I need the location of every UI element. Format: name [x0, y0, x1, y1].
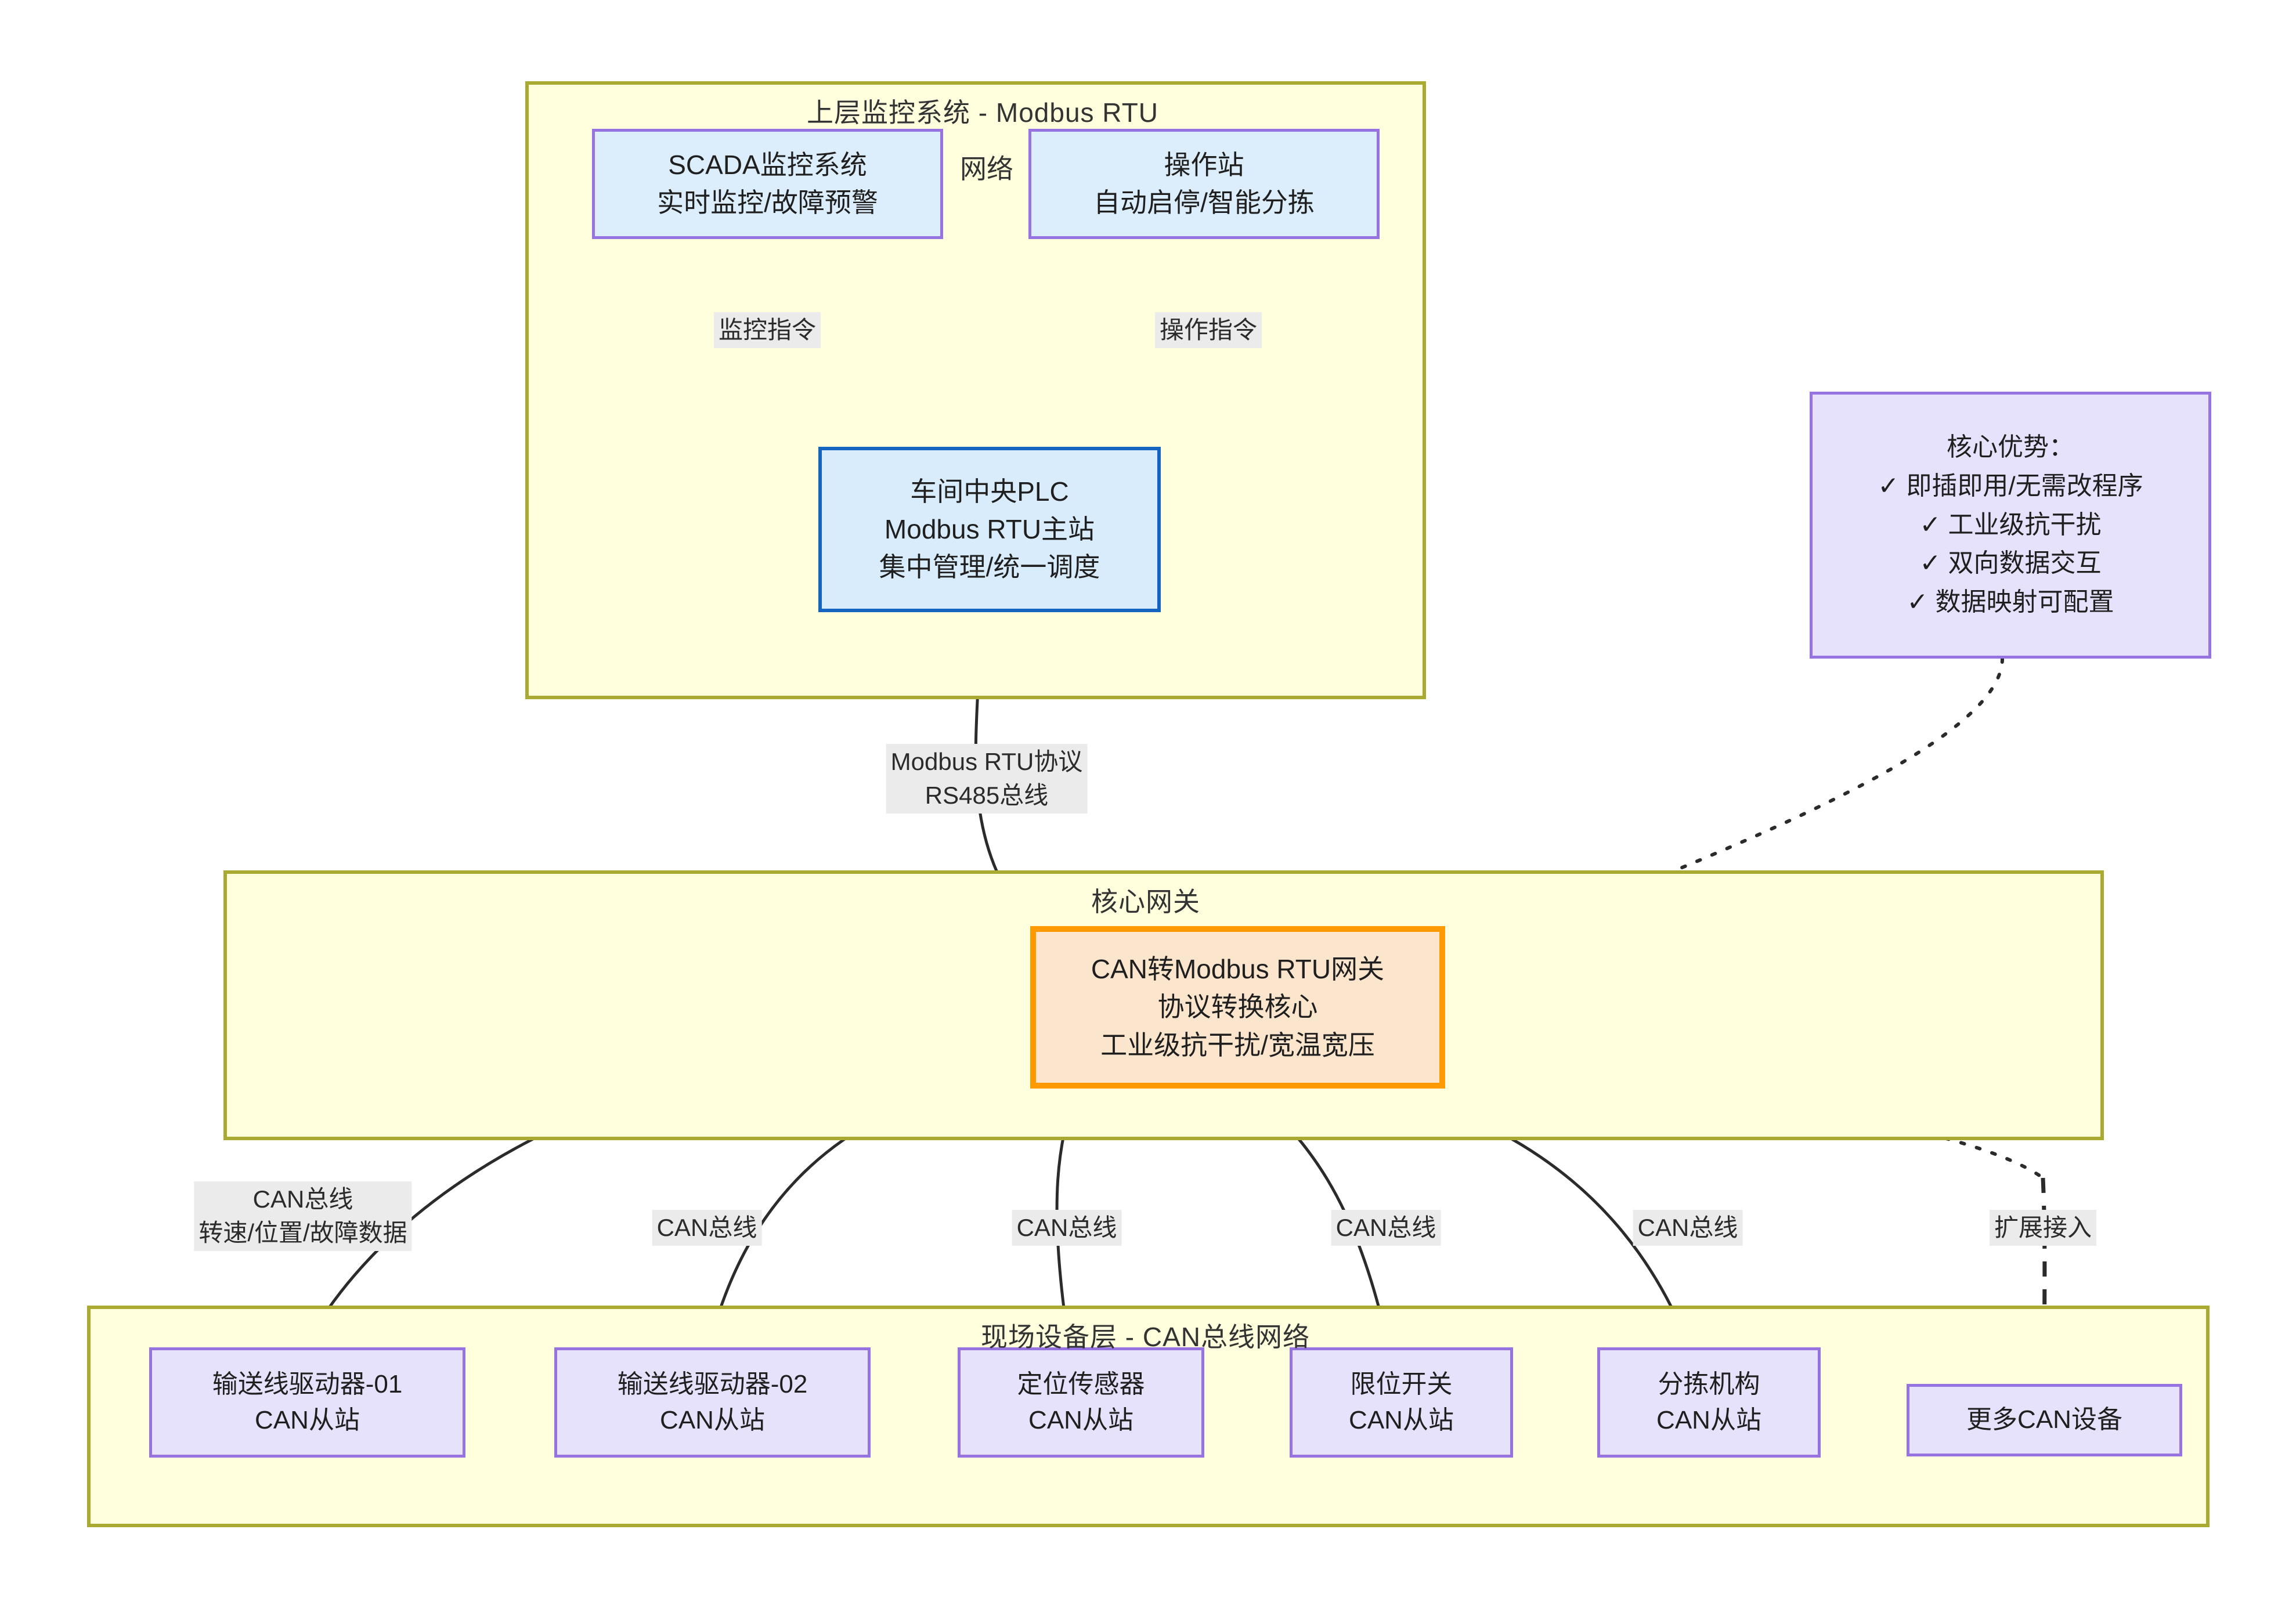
node-plc-line2: Modbus RTU主站: [884, 514, 1095, 544]
edge-label-expansion: 扩展接入: [1989, 1210, 2097, 1246]
node-gateway-line3: 工业级抗干扰/宽温宽压: [1100, 1029, 1375, 1060]
list-item[interactable]: 分拣机构 CAN从站: [1597, 1347, 1821, 1458]
node-central-plc[interactable]: 车间中央PLC Modbus RTU主站 集中管理/统一调度: [818, 447, 1161, 612]
device-line1: 限位开关: [1350, 1369, 1453, 1398]
device-line2: CAN从站: [1028, 1406, 1133, 1434]
list-item[interactable]: 更多CAN设备: [1907, 1384, 2182, 1456]
edge-label-can-bus-3: CAN总线: [1012, 1210, 1122, 1246]
node-scada-line2: 实时监控/故障预警: [657, 187, 878, 218]
device-line2: CAN从站: [660, 1406, 765, 1434]
node-gateway-line1: CAN转Modbus RTU网关: [1091, 954, 1385, 985]
node-plc-line3: 集中管理/统一调度: [879, 552, 1100, 583]
device-line1: 输送线驱动器-01: [212, 1369, 403, 1398]
group-title-top: 上层监控系统 - Modbus RTU: [807, 97, 1159, 128]
list-item[interactable]: 输送线驱动器-01 CAN从站: [149, 1347, 465, 1458]
edge-label-network: 网络: [960, 154, 1013, 184]
edge-label-can-bus-5: CAN总线: [1633, 1210, 1743, 1246]
advantages-item-4: ✓ 数据映射可配置: [1907, 588, 2114, 617]
node-operator-station-line2: 自动启停/智能分拣: [1093, 187, 1315, 218]
device-line1: 更多CAN设备: [1966, 1405, 2122, 1434]
list-item[interactable]: 定位传感器 CAN从站: [958, 1347, 1204, 1458]
edge-label-operator-command: 操作指令: [1154, 312, 1262, 348]
device-line1: 定位传感器: [1017, 1369, 1145, 1398]
advantages-item-2: ✓ 工业级抗干扰: [1919, 510, 2102, 539]
device-line2: CAN从站: [1656, 1406, 1761, 1434]
list-item[interactable]: 限位开关 CAN从站: [1290, 1347, 1513, 1458]
device-line1: 输送线驱动器-02: [617, 1369, 808, 1398]
node-gateway-line2: 协议转换核心: [1157, 992, 1318, 1022]
edge-label-scada-command: 监控指令: [713, 312, 821, 348]
edge-label-can-bus-1: CAN总线 转速/位置/故障数据: [194, 1181, 412, 1251]
group-title-bottom: 现场设备层 - CAN总线网络: [981, 1322, 1310, 1352]
node-core-advantages: 核心优势： ✓ 即插即用/无需改程序 ✓ 工业级抗干扰 ✓ 双向数据交互 ✓ 数…: [1810, 392, 2211, 659]
node-scada-line1: SCADA监控系统: [668, 149, 867, 180]
edge-label-can-bus-2: CAN总线: [652, 1210, 762, 1246]
node-operator-station-line1: 操作站: [1164, 149, 1244, 180]
list-item[interactable]: 输送线驱动器-02 CAN从站: [554, 1347, 871, 1458]
group-title-middle: 核心网关: [1091, 887, 1200, 917]
device-line1: 分拣机构: [1658, 1369, 1760, 1398]
advantages-item-1: ✓ 即插即用/无需改程序: [1878, 471, 2143, 500]
advantages-heading: 核心优势：: [1947, 432, 2074, 461]
device-line2: CAN从站: [1349, 1406, 1454, 1434]
node-can-modbus-gateway[interactable]: CAN转Modbus RTU网关 协议转换核心 工业级抗干扰/宽温宽压: [1030, 926, 1445, 1089]
node-plc-line1: 车间中央PLC: [910, 476, 1069, 507]
edge-label-modbus-rs485: Modbus RTU协议 RS485总线: [886, 744, 1088, 814]
advantages-item-3: ✓ 双向数据交互: [1919, 549, 2102, 578]
device-line2: CAN从站: [255, 1406, 360, 1434]
edge-label-can-bus-4: CAN总线: [1331, 1210, 1441, 1246]
node-scada[interactable]: SCADA监控系统 实时监控/故障预警: [592, 129, 943, 239]
node-operator-station[interactable]: 操作站 自动启停/智能分拣: [1028, 129, 1380, 239]
